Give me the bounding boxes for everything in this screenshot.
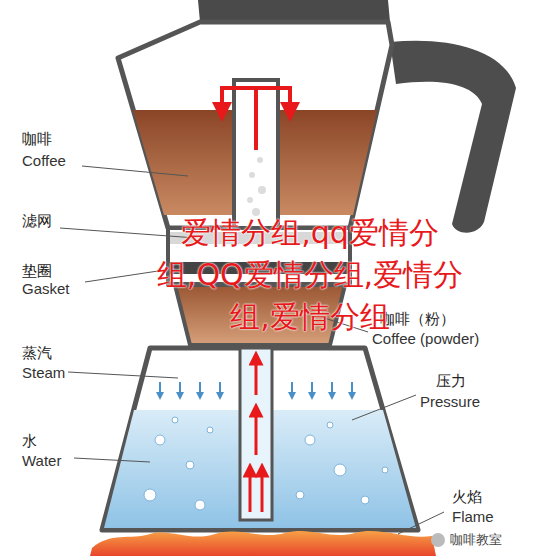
flow-arrow <box>256 88 290 112</box>
part-label: Coffee <box>22 152 66 170</box>
part-label: Water <box>22 452 61 470</box>
part-label: 压力 <box>436 372 466 390</box>
flow-arrow <box>222 88 256 150</box>
watermark: 咖啡教室 <box>450 531 502 549</box>
upper-chamber <box>118 22 392 228</box>
lower-column <box>240 348 272 520</box>
part-label: Steam <box>22 364 65 382</box>
part-label: 滤网 <box>22 212 52 230</box>
part-label: 垫圈 <box>22 262 52 280</box>
part-label: Pressure <box>420 393 480 411</box>
lower-chamber <box>102 348 418 530</box>
part-label: Gasket <box>22 280 70 298</box>
watermark-text: 爱情分组,qq爱情分组,QQ爱情分组,爱情分组,爱情分组 <box>150 212 470 338</box>
part-label: 咖啡（粉） <box>380 310 455 328</box>
part-label: 火焰 <box>452 488 482 506</box>
handle <box>390 41 516 233</box>
brand-icon <box>431 533 445 547</box>
part-label: 水 <box>22 432 37 450</box>
part-label: 咖啡 <box>22 130 52 148</box>
lid <box>198 0 390 22</box>
part-label: Flame <box>452 508 494 526</box>
part-label: 蒸汽 <box>22 344 52 362</box>
flame <box>90 531 436 556</box>
